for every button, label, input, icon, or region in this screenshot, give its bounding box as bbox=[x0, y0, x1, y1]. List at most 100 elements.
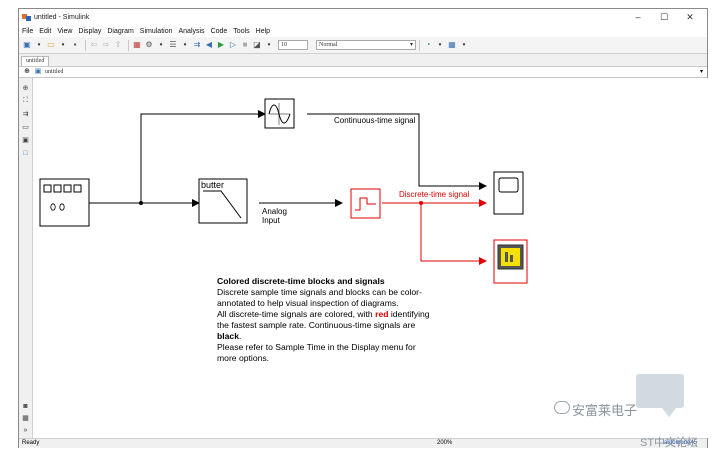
branch-point bbox=[139, 201, 143, 205]
new-model-icon[interactable]: ▣ bbox=[23, 40, 31, 49]
watermark-bubble-icon bbox=[636, 374, 684, 408]
diagram-palette: ⊕ ⛶ ⇉ ▭ ▣ □ ◙ ▦ » bbox=[19, 78, 33, 438]
address-path: untitled bbox=[45, 69, 64, 75]
zoom-icon[interactable]: ⊕ bbox=[22, 85, 29, 92]
dropdown-arrow-icon[interactable]: ▾ bbox=[61, 42, 65, 48]
watermark-bubble-tail-icon bbox=[662, 408, 676, 417]
chevron-down-icon[interactable]: ▾ bbox=[699, 69, 703, 75]
debug-icon[interactable]: ⇉ bbox=[193, 40, 201, 49]
simulink-logo-icon bbox=[22, 13, 31, 22]
arrow-icon[interactable]: ⇉ bbox=[22, 111, 29, 118]
open-folder-icon[interactable]: ▭ bbox=[47, 40, 55, 49]
up-icon[interactable]: ⇧ bbox=[114, 40, 122, 49]
menu-edit[interactable]: Edit bbox=[39, 27, 52, 35]
model-icon: ▣ bbox=[34, 68, 42, 75]
status-bar: Ready 200% autoinode45 bbox=[19, 438, 707, 448]
zero-order-hold-block[interactable] bbox=[350, 188, 381, 219]
signal-builder-block[interactable] bbox=[39, 178, 90, 227]
transfer-fcn-label: butter bbox=[201, 180, 224, 190]
toolbar: ▣ ▾ ▭ ▾ ▪ ⇦ ⇨ ⇧ ▦ ⚙ ▾ ☰ ▾ ⇉ ◀ ▶ ▷ ■ ◪ ▾ … bbox=[19, 37, 707, 54]
branch-point-discrete bbox=[419, 201, 423, 205]
maximize-button[interactable]: ☐ bbox=[659, 11, 669, 22]
analog-input-label-line1: Analog bbox=[262, 207, 287, 216]
build-icon[interactable]: ▦ bbox=[448, 40, 456, 49]
stop-time-input[interactable]: 10 bbox=[278, 40, 308, 50]
note-line-7: more options. bbox=[217, 353, 269, 363]
dropdown-arrow-icon[interactable]: ▾ bbox=[159, 42, 163, 48]
close-button[interactable]: ✕ bbox=[686, 11, 694, 22]
model-browser-icon[interactable]: ▦ bbox=[22, 415, 29, 422]
note-line-3-post: identifying bbox=[388, 309, 429, 319]
note-line-4: the fastest sample rate. Continuous-time… bbox=[217, 320, 415, 330]
window-title: untitled - Simulink bbox=[34, 13, 90, 21]
note-black-word: black bbox=[217, 331, 239, 341]
menu-simulation[interactable]: Simulation bbox=[139, 27, 173, 35]
watermark-subtext: ST中文论坛 bbox=[640, 437, 699, 449]
simulink-diagram: butter Continuous-time signal bbox=[39, 98, 528, 363]
toolbar-separator bbox=[128, 39, 129, 51]
step-back-icon[interactable]: ◀ bbox=[205, 40, 213, 49]
area-icon[interactable]: □ bbox=[23, 149, 28, 157]
toolbar-separator bbox=[85, 39, 86, 51]
dropdown-arrow-icon[interactable]: ▾ bbox=[183, 42, 187, 48]
menu-tools[interactable]: Tools bbox=[233, 27, 250, 35]
note-line-5-post: . bbox=[239, 331, 241, 341]
tab-untitled[interactable]: untitled bbox=[21, 56, 50, 66]
simulink-window: untitled - Simulink – ☐ ✕ File Edit View… bbox=[18, 8, 708, 448]
model-tab-strip: untitled bbox=[19, 55, 707, 66]
minimize-button[interactable]: – bbox=[635, 12, 641, 22]
scope-block[interactable] bbox=[493, 171, 524, 215]
hide-browser-icon[interactable]: ⊕ bbox=[24, 68, 30, 75]
dropdown-arrow-icon[interactable]: ▾ bbox=[438, 42, 442, 48]
menu-diagram[interactable]: Diagram bbox=[107, 27, 134, 35]
transfer-fcn-block[interactable]: butter bbox=[198, 178, 248, 224]
zoom-level: 200% bbox=[437, 440, 453, 446]
stop-icon[interactable]: ■ bbox=[242, 40, 248, 49]
fit-view-icon[interactable]: ⛶ bbox=[23, 97, 28, 104]
dropdown-arrow-icon[interactable]: ▾ bbox=[267, 42, 271, 48]
step-forward-icon[interactable]: ▷ bbox=[229, 40, 237, 49]
sine-wave-block[interactable] bbox=[264, 98, 295, 129]
save-icon[interactable]: ▪ bbox=[73, 40, 77, 49]
scope-icon[interactable]: ◪ bbox=[253, 40, 261, 49]
note-line-6: Please refer to Sample Time in the Displ… bbox=[217, 342, 416, 352]
status-text: Ready bbox=[22, 440, 40, 446]
menu-display[interactable]: Display bbox=[78, 27, 102, 35]
diagram-canvas[interactable]: butter Continuous-time signal bbox=[33, 78, 708, 438]
toolbar-separator bbox=[419, 39, 420, 51]
menu-analysis[interactable]: Analysis bbox=[178, 27, 205, 35]
menu-code[interactable]: Code bbox=[210, 27, 228, 35]
annotation-note[interactable]: Colored discrete-time blocks and signals… bbox=[217, 276, 430, 363]
expand-icon[interactable]: » bbox=[23, 426, 28, 434]
discrete-signal-label: Discrete-time signal bbox=[399, 190, 469, 199]
note-line-3-pre: All discrete-time signals are colored, w… bbox=[217, 309, 375, 319]
signal-line-continuous bbox=[307, 113, 487, 190]
back-icon[interactable]: ⇦ bbox=[90, 40, 98, 49]
dropdown-arrow-icon[interactable]: ▾ bbox=[462, 42, 466, 48]
image-icon[interactable]: ▣ bbox=[22, 137, 29, 144]
solver-link[interactable]: autoinode45 bbox=[663, 440, 697, 446]
title-bar: untitled - Simulink – ☐ ✕ bbox=[19, 9, 707, 25]
note-line-1: Discrete sample time signals and blocks … bbox=[217, 287, 422, 297]
floating-scope-block[interactable] bbox=[493, 239, 528, 284]
model-settings-icon[interactable]: ⚙ bbox=[145, 40, 153, 49]
model-address-bar: ⊕ ▣ untitled ▾ bbox=[19, 66, 707, 78]
signal-line-discrete-branch bbox=[420, 203, 487, 265]
menu-help[interactable]: Help bbox=[255, 27, 271, 35]
model-explorer-icon[interactable]: ☰ bbox=[169, 40, 177, 49]
model-advisor-icon[interactable]: ◔ bbox=[425, 40, 431, 49]
note-line-3: All discrete-time signals are colored, w… bbox=[217, 309, 430, 319]
annotation-icon[interactable]: ▭ bbox=[22, 124, 29, 131]
menu-view[interactable]: View bbox=[57, 27, 73, 35]
menu-file[interactable]: File bbox=[22, 27, 34, 35]
menu-bar: File Edit View Display Diagram Simulatio… bbox=[19, 25, 707, 37]
library-browser-icon[interactable]: ▦ bbox=[133, 40, 141, 49]
simulation-mode-select[interactable]: Normal ▾ bbox=[316, 40, 416, 50]
analog-input-label-line2: Input bbox=[262, 216, 281, 225]
camera-icon[interactable]: ◙ bbox=[23, 402, 28, 410]
note-red-word: red bbox=[375, 309, 388, 319]
run-icon[interactable]: ▶ bbox=[217, 40, 225, 49]
dropdown-arrow-icon[interactable]: ▾ bbox=[37, 42, 41, 48]
forward-icon[interactable]: ⇨ bbox=[102, 40, 110, 49]
watermark-logo-icon bbox=[554, 401, 570, 414]
